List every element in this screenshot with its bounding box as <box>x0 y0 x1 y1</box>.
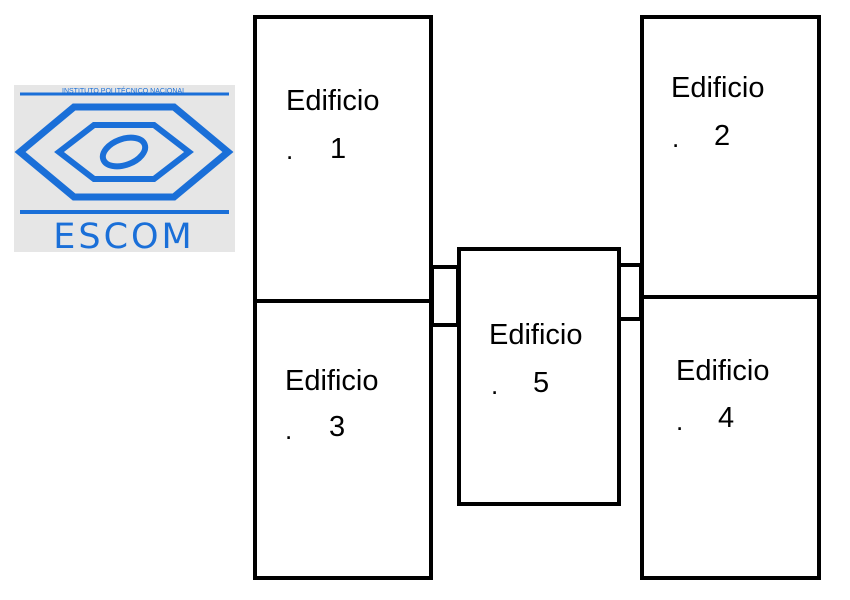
building-5: Edificio . 5 <box>457 247 621 506</box>
logo-institute-text: INSTITUTO POLITÉCNICO NACIONAL <box>62 86 186 95</box>
building-3-number: 3 <box>329 411 346 443</box>
building-2-label: Edificio <box>671 72 765 104</box>
building-4-number: 4 <box>718 402 735 434</box>
building-3: Edificio . 3 <box>253 299 433 580</box>
escom-logo-graphic: INSTITUTO POLITÉCNICO NACIONAL ESCOM <box>14 86 234 252</box>
building-1-label: Edificio <box>286 85 380 117</box>
escom-logo: INSTITUTO POLITÉCNICO NACIONAL ESCOM <box>14 85 235 252</box>
logo-escom-text: ESCOM <box>53 217 195 252</box>
building-2-number: 2 <box>714 120 731 152</box>
building-4: Edificio . 4 <box>640 295 821 580</box>
building-5-number: 5 <box>533 367 550 399</box>
building-4-label: Edificio <box>676 355 770 387</box>
building-1: Edificio . 1 <box>253 15 433 303</box>
building-2-dot: . <box>672 123 680 153</box>
building-1-number: 1 <box>330 133 347 165</box>
building-1-dot: . <box>286 135 294 165</box>
connector-left <box>430 265 460 327</box>
building-4-dot: . <box>676 406 684 436</box>
building-2: Edificio . 2 <box>640 15 821 300</box>
building-5-label: Edificio <box>489 319 583 351</box>
building-3-label: Edificio <box>285 365 379 397</box>
building-5-dot: . <box>491 370 499 400</box>
building-3-dot: . <box>285 415 293 445</box>
